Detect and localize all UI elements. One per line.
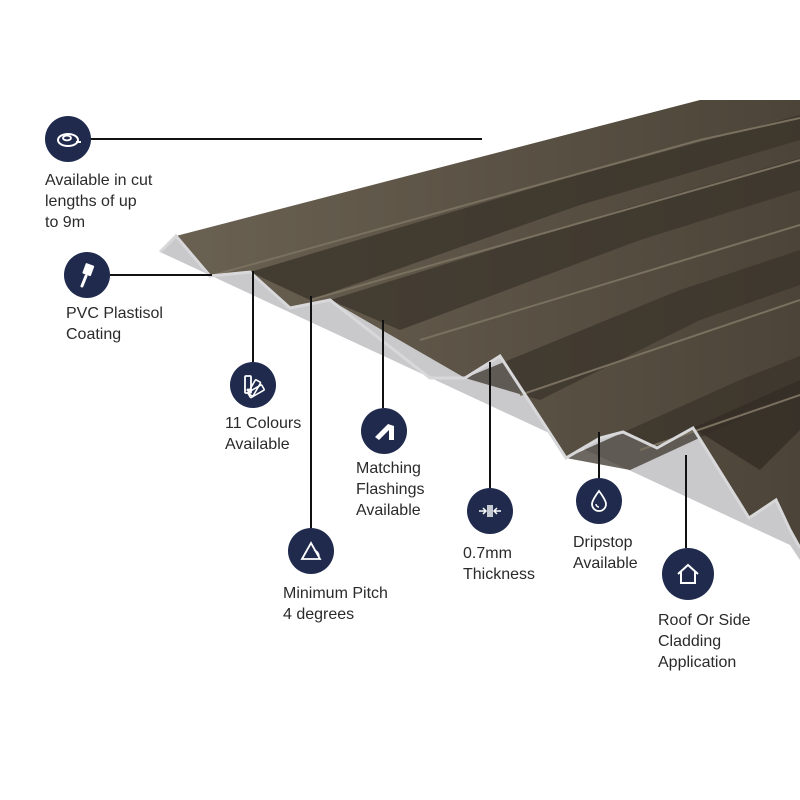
house-icon — [662, 548, 714, 600]
trough-shadow — [465, 250, 800, 400]
water-drop-icon — [576, 478, 622, 524]
sheet-end-profile — [158, 233, 800, 549]
pitch-angle-icon — [288, 528, 334, 574]
feature-label-thickness: 0.7mm Thickness — [463, 545, 536, 583]
feature-label-pitch: Minimum Pitch 4 degrees — [283, 585, 388, 623]
trough-shadow — [693, 380, 800, 470]
colour-swatch-icon — [230, 362, 276, 408]
rib-highlight — [419, 224, 800, 341]
feature-label-colours: 11 Colours Available — [225, 415, 302, 453]
rib-highlight — [519, 299, 800, 396]
feature-label-flashings: Matching Flashings Available — [356, 460, 425, 519]
feature-label-coating: PVC Plastisol Coating — [66, 305, 163, 343]
thickness-icon — [467, 488, 513, 534]
trough-shadow — [250, 115, 800, 300]
feature-label-cladding: Roof Or Side Cladding Application — [658, 612, 751, 671]
rib-highlight — [309, 159, 800, 301]
rib-highlight — [639, 394, 800, 451]
rib-highlight — [209, 117, 800, 277]
tape-measure-icon — [45, 116, 91, 162]
feature-label-dripstop: Dripstop Available — [573, 534, 638, 572]
trough-shadow — [566, 356, 800, 470]
flashing-icon — [361, 408, 407, 454]
feature-label-length: Available in cut lengths of up to 9m — [45, 172, 153, 231]
trough-shadow — [330, 158, 800, 330]
paint-brush-icon — [64, 252, 110, 298]
